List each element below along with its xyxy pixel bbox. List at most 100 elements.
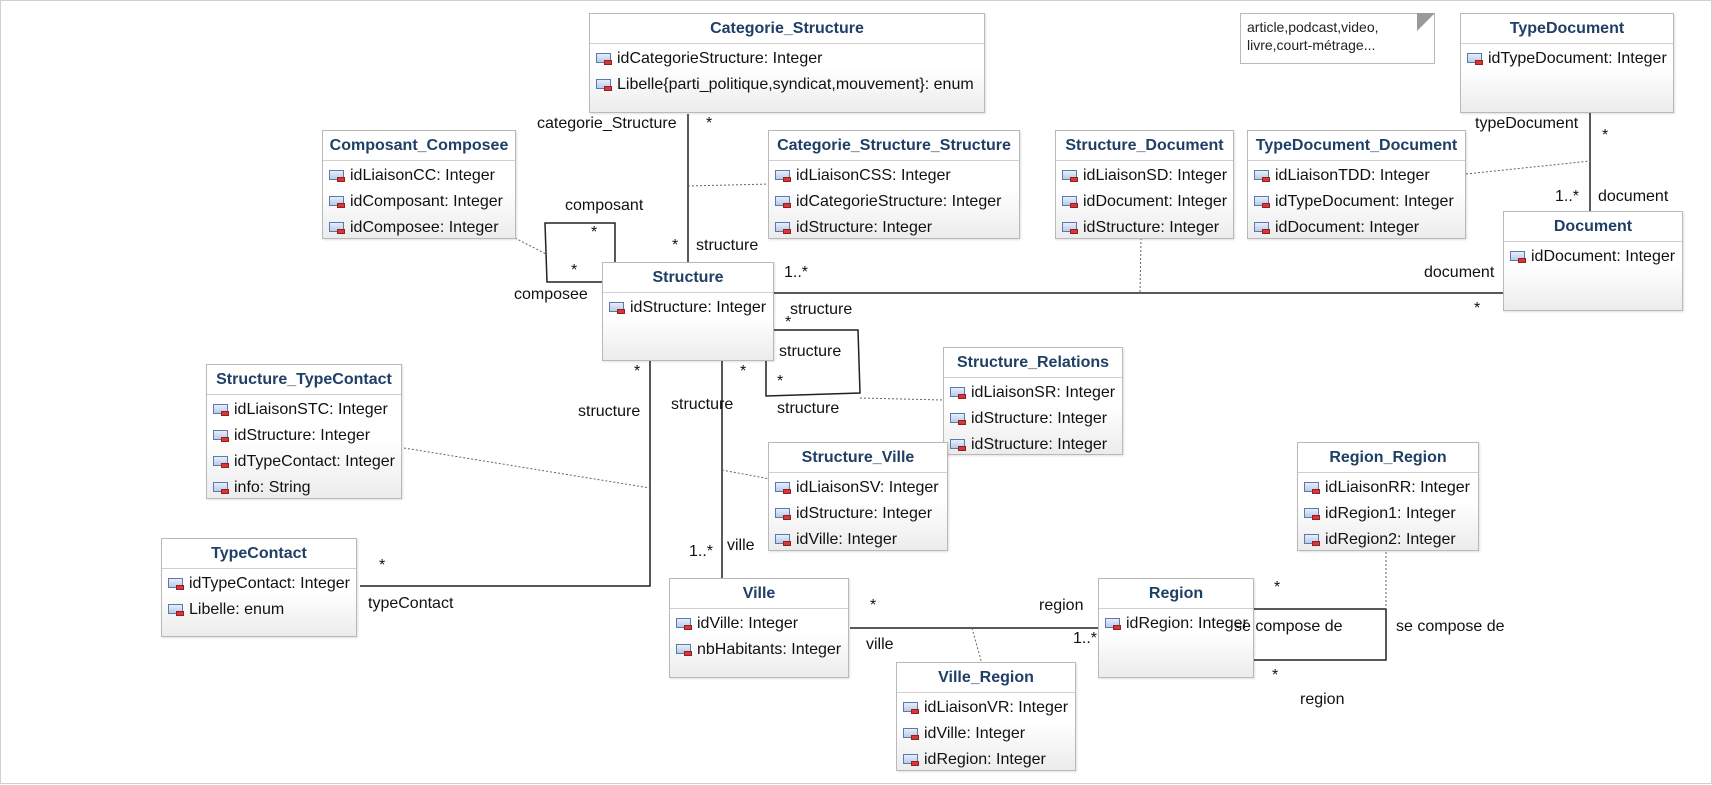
class-title: Region: [1099, 579, 1253, 609]
lbl-rr-role2: se compose de: [1396, 618, 1505, 635]
class-attribute[interactable]: idVille: Integer: [769, 527, 947, 553]
class-attribute[interactable]: idLiaisonVR: Integer: [897, 695, 1075, 721]
private-attribute-icon: [213, 455, 230, 469]
class-attribute[interactable]: idStructure: Integer: [944, 406, 1122, 432]
attribute-text: idRegion2: Integer: [1325, 531, 1456, 548]
note-document-types[interactable]: article,podcast,video, livre,court-métra…: [1240, 13, 1435, 64]
class-attributes: idLiaisonSTC: Integer idStructure: Intege…: [207, 395, 401, 501]
class-title: TypeContact: [162, 539, 356, 569]
class-attribute[interactable]: idStructure: Integer: [769, 501, 947, 527]
private-attribute-icon: [903, 701, 920, 715]
class-attribute[interactable]: info: String: [207, 475, 401, 501]
class-attribute[interactable]: idComposee: Integer: [323, 215, 515, 241]
attribute-text: info: String: [234, 479, 311, 496]
class-attribute[interactable]: idTypeContact: Integer: [207, 449, 401, 475]
attribute-text: idLiaisonSTC: Integer: [234, 401, 388, 418]
assoc-structure-relations[interactable]: [765, 329, 861, 397]
class-attribute[interactable]: idDocument: Integer: [1248, 215, 1465, 241]
class-attribute[interactable]: idComposant: Integer: [323, 189, 515, 215]
class-attribute[interactable]: idTypeContact: Integer: [162, 571, 356, 597]
class-attribute[interactable]: idCategorieStructure: Integer: [769, 189, 1019, 215]
class-attributes: idLiaisonSD: Integer idDocument: Integer i…: [1056, 161, 1233, 241]
attribute-text: idVille: Integer: [697, 615, 799, 632]
class-attribute[interactable]: idStructure: Integer: [1056, 215, 1233, 241]
class-attribute[interactable]: idStructure: Integer: [603, 295, 773, 321]
class-attribute[interactable]: idStructure: Integer: [207, 423, 401, 449]
class-attribute[interactable]: idLiaisonTDD: Integer: [1248, 163, 1465, 189]
class-attribute[interactable]: idRegion1: Integer: [1298, 501, 1478, 527]
private-attribute-icon: [609, 301, 626, 315]
class-attribute[interactable]: Libelle: enum: [162, 597, 356, 623]
lbl-structure-role-top: structure: [696, 237, 759, 254]
class-attribute[interactable]: idLiaisonSR: Integer: [944, 380, 1122, 406]
dotted-sr: [859, 397, 944, 401]
private-attribute-icon: [1467, 52, 1484, 66]
lbl-rr-region: region: [1300, 691, 1345, 708]
attribute-text: idComposee: Integer: [350, 219, 499, 236]
lbl-typedoc-role: typeDocument: [1475, 115, 1579, 132]
attribute-text: idLiaisonCC: Integer: [350, 167, 495, 184]
class-title: Categorie_Structure_Structure: [769, 131, 1019, 161]
dotted-stc: [403, 447, 651, 489]
attribute-text: idDocument: Integer: [1083, 193, 1228, 210]
lbl-region-role: region: [1039, 597, 1084, 614]
class-attribute[interactable]: idStructure: Integer: [769, 215, 1019, 241]
class-attribute[interactable]: idStructure: Integer: [944, 432, 1122, 458]
attribute-text: idComposant: Integer: [350, 193, 503, 210]
class-attribute[interactable]: idLiaisonSV: Integer: [769, 475, 947, 501]
assoc-structure-typecontact[interactable]: [360, 361, 651, 587]
class-attribute[interactable]: idLiaisonSTC: Integer: [207, 397, 401, 423]
lbl-composant-role: composant: [565, 197, 644, 214]
private-attribute-icon: [329, 221, 346, 235]
note-text: article,podcast,video, livre,court-métra…: [1247, 19, 1379, 53]
class-attribute[interactable]: idCategorieStructure: Integer: [590, 46, 984, 72]
attribute-text: idVille: Integer: [924, 725, 1026, 742]
class-attributes: idLiaisonTDD: Integer idTypeDocument: Int…: [1248, 161, 1465, 241]
private-attribute-icon: [213, 403, 230, 417]
class-attribute[interactable]: nbHabitants: Integer: [670, 637, 848, 663]
lbl-typecontact-role: typeContact: [368, 595, 454, 612]
private-attribute-icon: [775, 169, 792, 183]
class-attribute[interactable]: Libelle{parti_politique,syndicat,mouveme…: [590, 72, 984, 98]
attribute-text: idLiaisonTDD: Integer: [1275, 167, 1430, 184]
class-attribute[interactable]: idRegion: Integer: [1099, 611, 1253, 637]
class-attributes: idRegion: Integer: [1099, 609, 1253, 637]
attribute-text: idTypeContact: Integer: [234, 453, 395, 470]
class-attribute[interactable]: idTypeDocument: Integer: [1461, 46, 1673, 72]
class-attributes: idDocument: Integer: [1504, 242, 1682, 270]
private-attribute-icon: [596, 52, 613, 66]
private-attribute-icon: [596, 78, 613, 92]
class-attribute[interactable]: idRegion2: Integer: [1298, 527, 1478, 553]
assoc-region-region[interactable]: [1253, 608, 1387, 661]
class-attribute[interactable]: idLiaisonCC: Integer: [323, 163, 515, 189]
lbl-structure-rel-role2: structure: [779, 343, 842, 360]
class-attribute[interactable]: idLiaisonCSS: Integer: [769, 163, 1019, 189]
class-attribute[interactable]: idLiaisonSD: Integer: [1056, 163, 1233, 189]
class-attribute[interactable]: idVille: Integer: [897, 721, 1075, 747]
private-attribute-icon: [168, 577, 185, 591]
class-attribute[interactable]: idVille: Integer: [670, 611, 848, 637]
class-attribute[interactable]: idTypeDocument: Integer: [1248, 189, 1465, 215]
private-attribute-icon: [1062, 169, 1079, 183]
class-attribute[interactable]: idDocument: Integer: [1504, 244, 1682, 270]
class-attribute[interactable]: idDocument: Integer: [1056, 189, 1233, 215]
assoc-composant-composee[interactable]: [544, 222, 616, 283]
class-attribute[interactable]: idLiaisonRR: Integer: [1298, 475, 1478, 501]
class-attribute[interactable]: idRegion: Integer: [897, 747, 1075, 773]
